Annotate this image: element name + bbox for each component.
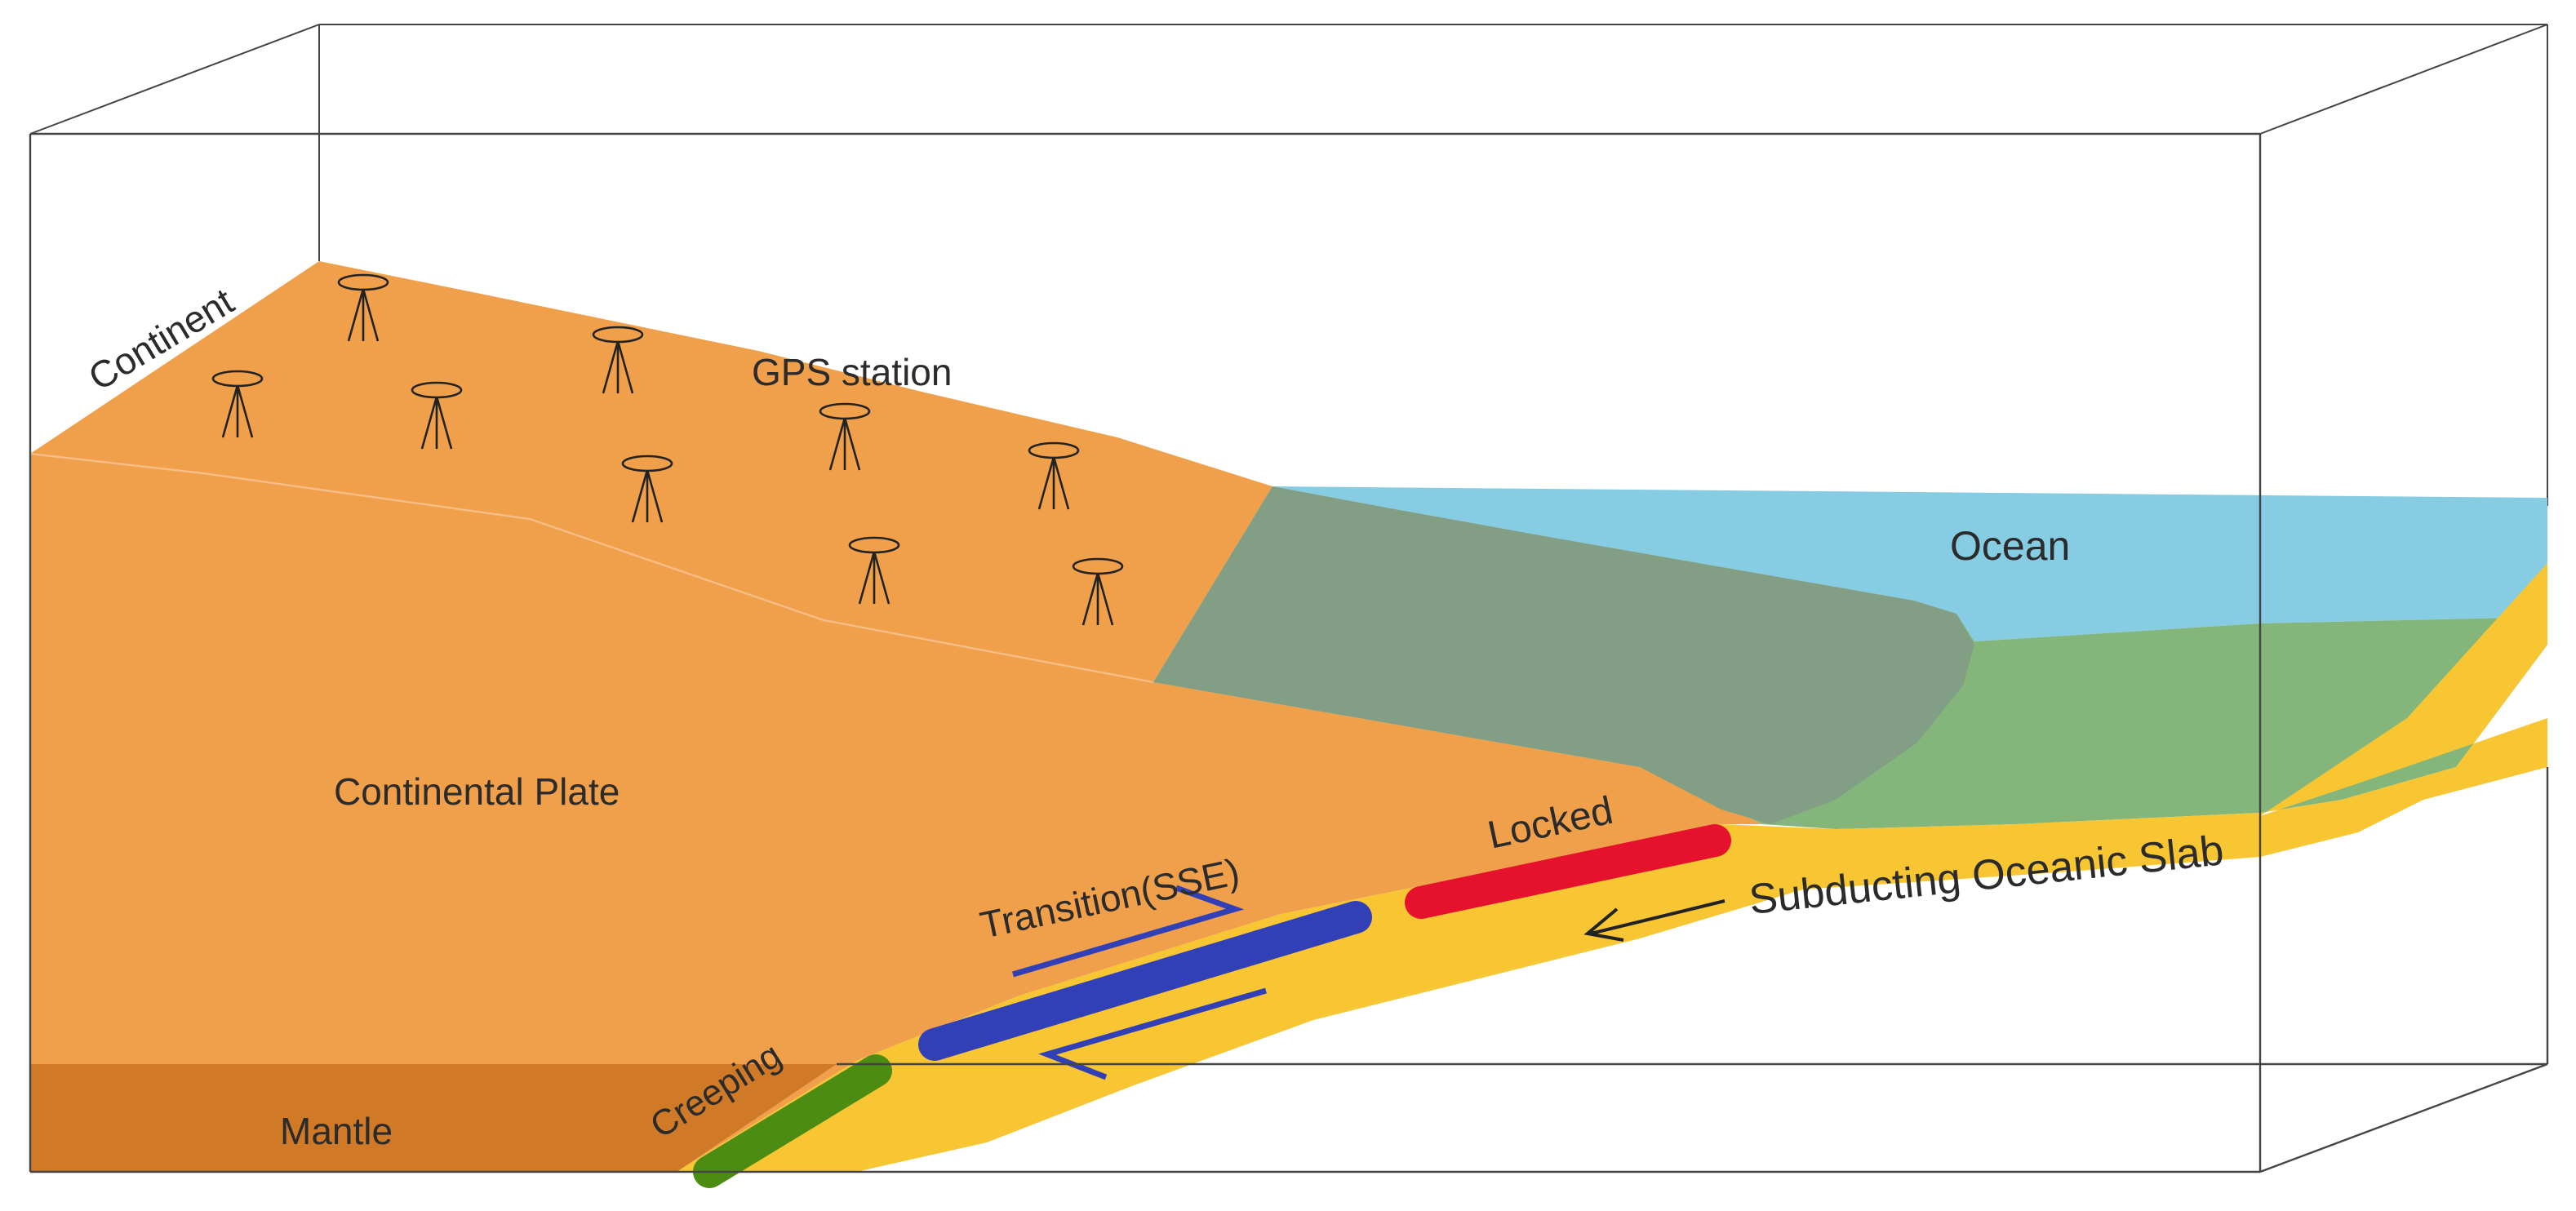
subduction-direction-arrow-icon	[1583, 899, 1725, 942]
gps-station-icon	[1028, 441, 1080, 510]
mantle-label: Mantle	[280, 1110, 393, 1152]
gps-station-icon	[337, 273, 389, 342]
ocean-label: Ocean	[1950, 523, 2070, 569]
mantle	[30, 1064, 837, 1172]
lower-slip-arrow-icon	[1038, 987, 1267, 1080]
gps-station-icon	[211, 370, 264, 438]
gps-station-icon	[621, 455, 673, 523]
transition-fault-bar	[918, 901, 1372, 1061]
gps-station-icon	[592, 326, 644, 394]
upper-slip-arrow-icon	[1012, 885, 1245, 978]
continental-plate-label: Continental Plate	[334, 770, 620, 813]
gps-station-icon	[411, 381, 463, 450]
gps-station-icon	[819, 402, 871, 471]
continental-plate	[30, 261, 1762, 1172]
creeping-fault-bar	[693, 1054, 892, 1188]
block-frame-back	[29, 24, 2548, 506]
locked-fault-bar	[1405, 824, 1731, 919]
ocean-over-plate	[1153, 486, 1974, 824]
gps-station-icon	[848, 536, 900, 605]
block-frame-front	[29, 132, 2549, 1173]
surface-boundary-line	[29, 452, 1154, 684]
ocean-water	[1272, 486, 2547, 641]
gps-station-icon	[1072, 557, 1124, 626]
gps-station-label: GPS station	[752, 351, 952, 393]
gps-stations	[211, 273, 1124, 626]
